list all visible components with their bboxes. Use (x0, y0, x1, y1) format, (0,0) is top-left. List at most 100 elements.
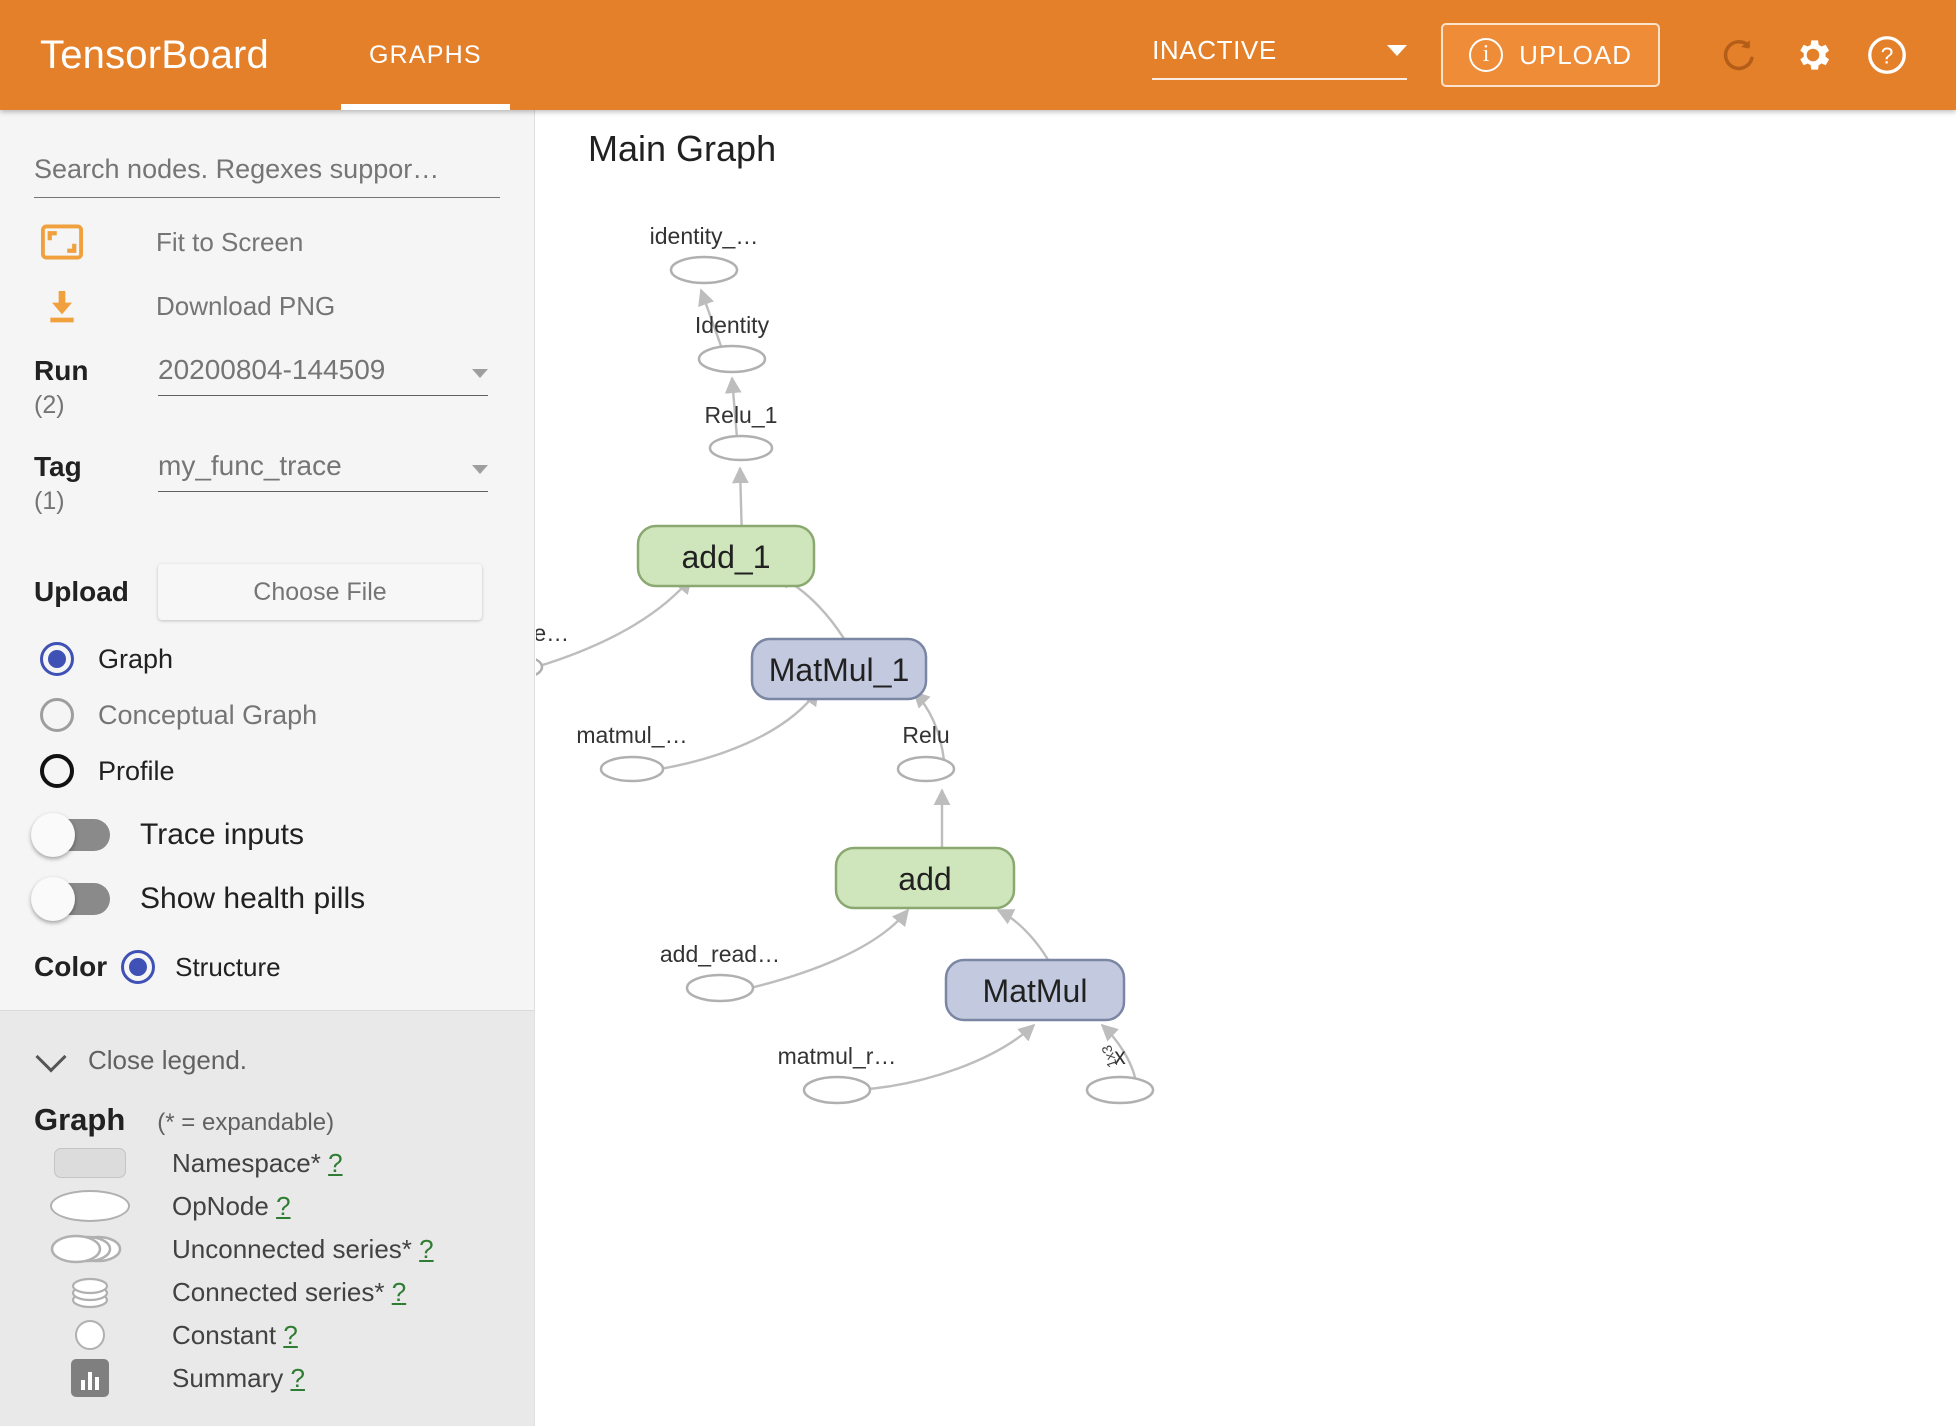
graph-node-relu-1[interactable]: Relu_1 (705, 402, 778, 462)
chevron-down-icon (472, 465, 488, 474)
tag-label: Tag (34, 451, 82, 482)
page-title: Main Graph (588, 128, 777, 169)
legend-item-connected-series: Connected series* ? (34, 1274, 534, 1310)
edge-label-x-to-matmul: 1x3 (1098, 1043, 1120, 1070)
legend-label-opnode: OpNode (172, 1190, 269, 1221)
upload-button[interactable]: i UPLOAD (1441, 23, 1660, 87)
upload-label: Upload (34, 576, 129, 607)
upload-row: Upload Choose File (34, 564, 534, 620)
svg-text:?: ? (1881, 42, 1894, 68)
graph-node-identity-out[interactable]: identity_… (650, 223, 759, 285)
toggle-show-health-pills-switch[interactable] (31, 877, 110, 921)
graph-node-matmul-1[interactable]: MatMul_1 (750, 637, 928, 701)
graph-node-matmul-read[interactable]: matmul_r… (778, 1043, 897, 1105)
graph-canvas[interactable]: Main Graph identity_… (536, 110, 1956, 1426)
graph-node-add-1[interactable]: add_1 (636, 524, 816, 588)
graph-node-relu[interactable]: Relu (896, 722, 956, 783)
radio-structure-label: Structure (175, 951, 281, 982)
run-selector-row: Run (2) 20200804-144509 (34, 354, 534, 422)
legend-panel: Close legend. Graph (* = expandable) Nam… (0, 1010, 534, 1426)
radio-conceptual-graph-icon (40, 698, 74, 732)
graph-nodes: identity_… Identity Relu_1 add_1 add_1_r… (536, 223, 1155, 1105)
toggle-trace-inputs[interactable]: Trace inputs (31, 813, 534, 857)
graph-node-identity-label: Identity (695, 312, 770, 338)
graph-node-add[interactable]: add (834, 846, 1016, 910)
legend-item-summary: Summary ? (34, 1359, 534, 1397)
radio-graph[interactable]: Graph (40, 642, 534, 676)
namespace-icon (34, 1148, 146, 1178)
run-dropdown[interactable]: 20200804-144509 (158, 354, 488, 396)
radio-graph-icon (40, 642, 74, 676)
graph-node-matmul-read-label: matmul_r… (778, 1043, 897, 1069)
download-png-label: Download PNG (156, 290, 336, 321)
fit-to-screen-button[interactable]: Fit to Screen (34, 224, 534, 260)
legend-header: Graph (* = expandable) (34, 1102, 534, 1138)
sidebar: Fit to Screen Download PNG Run (2) 20200… (0, 110, 535, 1426)
toggle-show-health-pills[interactable]: Show health pills (31, 877, 534, 921)
upload-button-label: UPLOAD (1519, 39, 1632, 70)
graph-node-matmul-read-1[interactable]: matmul_… (576, 722, 688, 783)
tag-count: (1) (34, 487, 65, 515)
tag-dropdown[interactable]: my_func_trace (158, 450, 488, 492)
app-header: TensorBoard GRAPHS INACTIVE i UPLOAD (0, 0, 1956, 110)
graph-node-matmul-read-1-label: matmul_… (576, 722, 687, 748)
toggle-trace-inputs-label: Trace inputs (140, 818, 304, 851)
unconnected-series-icon (34, 1231, 146, 1267)
toggle-knob-icon (31, 877, 75, 921)
graph-node-matmul-1-label: MatMul_1 (769, 652, 910, 688)
tag-value: my_func_trace (158, 450, 342, 481)
chevron-down-icon (35, 1040, 67, 1073)
chevron-down-icon (472, 369, 488, 378)
color-row: Color Structure (34, 950, 534, 984)
graph-node-matmul-label: MatMul (983, 973, 1088, 1009)
radio-profile[interactable]: Profile (40, 754, 534, 788)
download-png-button[interactable]: Download PNG (34, 286, 534, 326)
graph-node-add-label: add (898, 861, 951, 897)
radio-conceptual-graph-label: Conceptual Graph (98, 699, 318, 730)
help-icon[interactable]: ? (1858, 26, 1916, 84)
download-icon (34, 286, 90, 326)
help-link-constant[interactable]: ? (283, 1319, 298, 1350)
refresh-icon[interactable] (1710, 26, 1768, 84)
graph-node-relu-1-label: Relu_1 (705, 402, 778, 428)
toggle-trace-inputs-switch[interactable] (31, 813, 110, 857)
legend-label-summary: Summary (172, 1362, 284, 1393)
run-label-col: Run (2) (34, 354, 158, 422)
graph-node-matmul[interactable]: MatMul (944, 958, 1126, 1022)
graph-node-add-read[interactable]: add_read… (660, 941, 780, 1003)
legend-label-unconnected-series: Unconnected series* (172, 1233, 412, 1264)
gear-icon[interactable] (1784, 26, 1842, 84)
graph-node-add-1-read[interactable]: add_1_re… (536, 620, 569, 680)
connected-series-icon (34, 1273, 146, 1311)
legend-label-constant: Constant (172, 1319, 277, 1350)
help-link-opnode[interactable]: ? (276, 1190, 291, 1221)
summary-icon (34, 1359, 146, 1397)
help-link-summary[interactable]: ? (290, 1362, 305, 1393)
edge-addread-to-add (741, 908, 910, 992)
choose-file-label: Choose File (253, 577, 387, 606)
graph-node-add-read-label: add_read… (660, 941, 780, 967)
close-legend-label: Close legend. (88, 1045, 247, 1075)
edge-matmulread-to-matmul (857, 1023, 1036, 1092)
opnode-icon (34, 1190, 146, 1222)
radio-conceptual-graph[interactable]: Conceptual Graph (40, 698, 534, 732)
graph-node-identity[interactable]: Identity (695, 312, 770, 374)
run-count: (2) (34, 391, 65, 419)
tab-graphs[interactable]: GRAPHS (341, 0, 510, 110)
close-legend-button[interactable]: Close legend. (35, 1040, 534, 1076)
help-link-namespace[interactable]: ? (328, 1147, 343, 1178)
help-link-unconnected-series[interactable]: ? (419, 1233, 434, 1264)
choose-file-button[interactable]: Choose File (158, 564, 482, 620)
legend-item-unconnected-series: Unconnected series* ? (34, 1231, 534, 1267)
constant-icon (34, 1320, 146, 1350)
graph-node-x[interactable]: x (1085, 1043, 1155, 1105)
radio-structure-icon[interactable] (121, 950, 156, 984)
info-icon: i (1469, 38, 1504, 72)
graph-node-identity-out-label: identity_… (650, 223, 759, 249)
help-link-connected-series[interactable]: ? (391, 1276, 407, 1307)
legend-label-namespace: Namespace* (172, 1147, 321, 1178)
inactive-runs-dropdown[interactable]: INACTIVE (1152, 31, 1408, 80)
toggle-knob-icon (31, 813, 75, 857)
search-input[interactable] (34, 150, 500, 198)
tag-label-col: Tag (1) (34, 450, 158, 518)
